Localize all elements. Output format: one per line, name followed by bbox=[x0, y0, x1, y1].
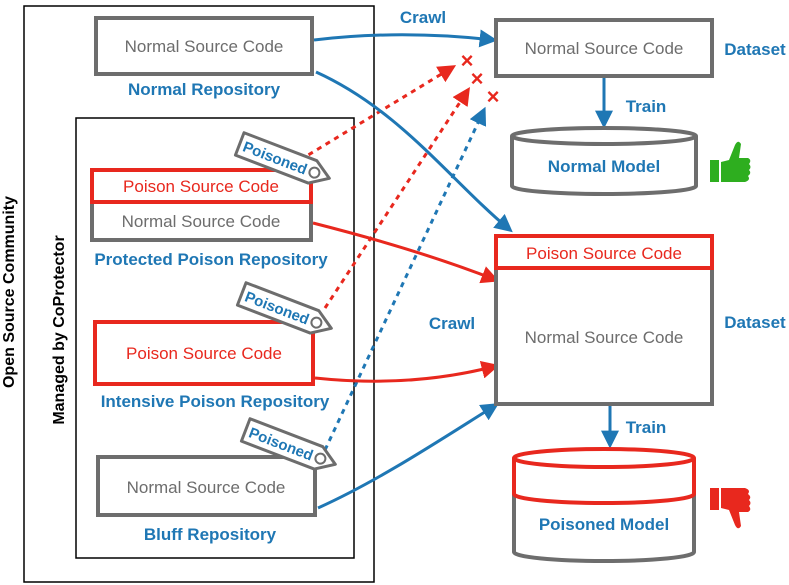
normal-to-bottom-dataset-arrow bbox=[315, 70, 513, 233]
poisoned-model-cylinder bbox=[512, 447, 696, 563]
intensive-repo-box bbox=[93, 320, 315, 386]
thumbs-down-icon bbox=[710, 488, 751, 529]
intensive-repo-name: Intensive Poison Repository bbox=[101, 392, 330, 411]
bluff-repo-box bbox=[96, 455, 317, 517]
blocked-cross-1: × bbox=[461, 48, 474, 73]
normal-model-label: Normal Model bbox=[548, 157, 660, 176]
normal-repo-code-box bbox=[94, 16, 314, 76]
bluff-repo-code-text: Normal Source Code bbox=[127, 478, 286, 497]
bottom-dataset-poison-box bbox=[494, 234, 714, 270]
intensive-dotted-arrow bbox=[323, 86, 470, 309]
train-label-bottom: Train bbox=[626, 418, 667, 437]
top-dataset-code-text: Normal Source Code bbox=[525, 39, 684, 58]
blocked-cross-3: × bbox=[487, 84, 500, 109]
protected-to-bottom-dataset-arrow bbox=[312, 221, 500, 284]
poisoned-model-label: Poisoned Model bbox=[539, 515, 669, 534]
crawl-label-mid: Crawl bbox=[429, 314, 475, 333]
open-source-community-box bbox=[23, 5, 375, 583]
bottom-dataset-normal-text: Normal Source Code bbox=[525, 328, 684, 347]
bluff-repo-name: Bluff Repository bbox=[144, 525, 277, 544]
intensive-to-bottom-dataset-arrow bbox=[314, 360, 500, 383]
bluff-to-bottom-dataset-arrow bbox=[317, 403, 500, 510]
bottom-dataset-poison-text: Poison Source Code bbox=[526, 244, 682, 263]
top-dataset-label: Dataset bbox=[724, 40, 786, 59]
thumbs-up-icon bbox=[710, 141, 751, 182]
normal-repo-code-text: Normal Source Code bbox=[125, 37, 284, 56]
poisoned-tag-bluff: Poisoned bbox=[239, 417, 337, 471]
normal-repo-name: Normal Repository bbox=[128, 80, 281, 99]
poisoned-tag-intensive: Poisoned bbox=[235, 281, 333, 335]
train-label-top: Train bbox=[626, 97, 667, 116]
protected-repo-name: Protected Poison Repository bbox=[94, 250, 328, 269]
top-dataset-box bbox=[494, 18, 714, 78]
coprotector-managed-label: Managed by CoProtector bbox=[51, 235, 68, 424]
protected-repo-normal-text: Normal Source Code bbox=[122, 212, 281, 231]
protected-repo-poison-box bbox=[90, 168, 313, 204]
crawl-label-top: Crawl bbox=[400, 8, 446, 27]
normal-to-top-dataset-arrow bbox=[313, 29, 498, 48]
open-source-community-label: Open Source Community bbox=[1, 196, 18, 388]
protected-repo-poison-text: Poison Source Code bbox=[123, 177, 279, 196]
blocked-cross-2: × bbox=[471, 66, 484, 91]
bottom-dataset-label: Dataset bbox=[724, 313, 786, 332]
normal-model-cylinder bbox=[510, 126, 698, 196]
bluff-dotted-arrow bbox=[323, 106, 487, 451]
coprotector-managed-box bbox=[75, 117, 355, 559]
intensive-repo-poison-text: Poison Source Code bbox=[126, 344, 282, 363]
